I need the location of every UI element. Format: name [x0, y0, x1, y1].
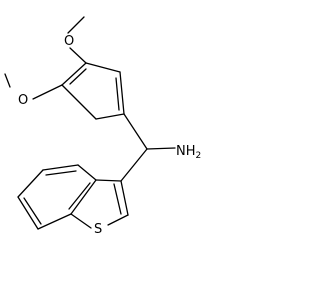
amine-label: NH2 — [176, 144, 201, 161]
oxygen-left-label: O — [18, 93, 28, 108]
oxygen-top-label: O — [64, 34, 74, 49]
bond-c3-c3a — [95, 179, 122, 182]
bond-benzo-inner-1 — [45, 170, 77, 176]
bond-benzo-inner-2 — [23, 197, 42, 225]
bond-ch-to-nh2 — [146, 147, 176, 150]
bonds — [4, 16, 176, 230]
molecule-structure: O O NH2 S — [4, 16, 201, 237]
bond-c3a-c4 — [77, 164, 97, 181]
bond-o-top-ring — [69, 47, 87, 64]
bond-c2-s — [107, 214, 129, 226]
bond-benzo-inner-3 — [68, 182, 91, 210]
amine-subscript: 2 — [196, 151, 202, 161]
amine-nh-label: NH — [176, 144, 196, 159]
bond-ring-to-ch — [123, 113, 148, 150]
sulfur-label: S — [94, 222, 102, 237]
bond-ch-to-c3 — [120, 148, 148, 182]
bond-c3a-c7a — [70, 179, 97, 215]
bond-ring-1 — [85, 62, 121, 73]
bond-ring-2 — [119, 71, 125, 115]
bond-ring-inner-2 — [115, 77, 120, 111]
bond-ring-5 — [61, 62, 87, 86]
bond-c5-c6 — [17, 169, 44, 198]
bond-ring-4 — [61, 84, 97, 120]
bond-c6-c7 — [17, 196, 39, 230]
bond-s-c7a — [70, 213, 92, 229]
bond-methyl-left — [4, 73, 11, 88]
bond-c3-c2 — [120, 180, 129, 216]
atom-labels: O O NH2 S — [18, 34, 201, 237]
bond-ring-3 — [95, 113, 125, 120]
bond-c3-c2-inner — [113, 183, 122, 215]
bond-ring-inner-1 — [69, 68, 87, 85]
bond-c4-c5 — [42, 164, 79, 171]
bond-c7-c7a — [37, 213, 72, 230]
bond-o-left-ring — [32, 84, 63, 100]
bond-methyl-top — [67, 16, 85, 34]
